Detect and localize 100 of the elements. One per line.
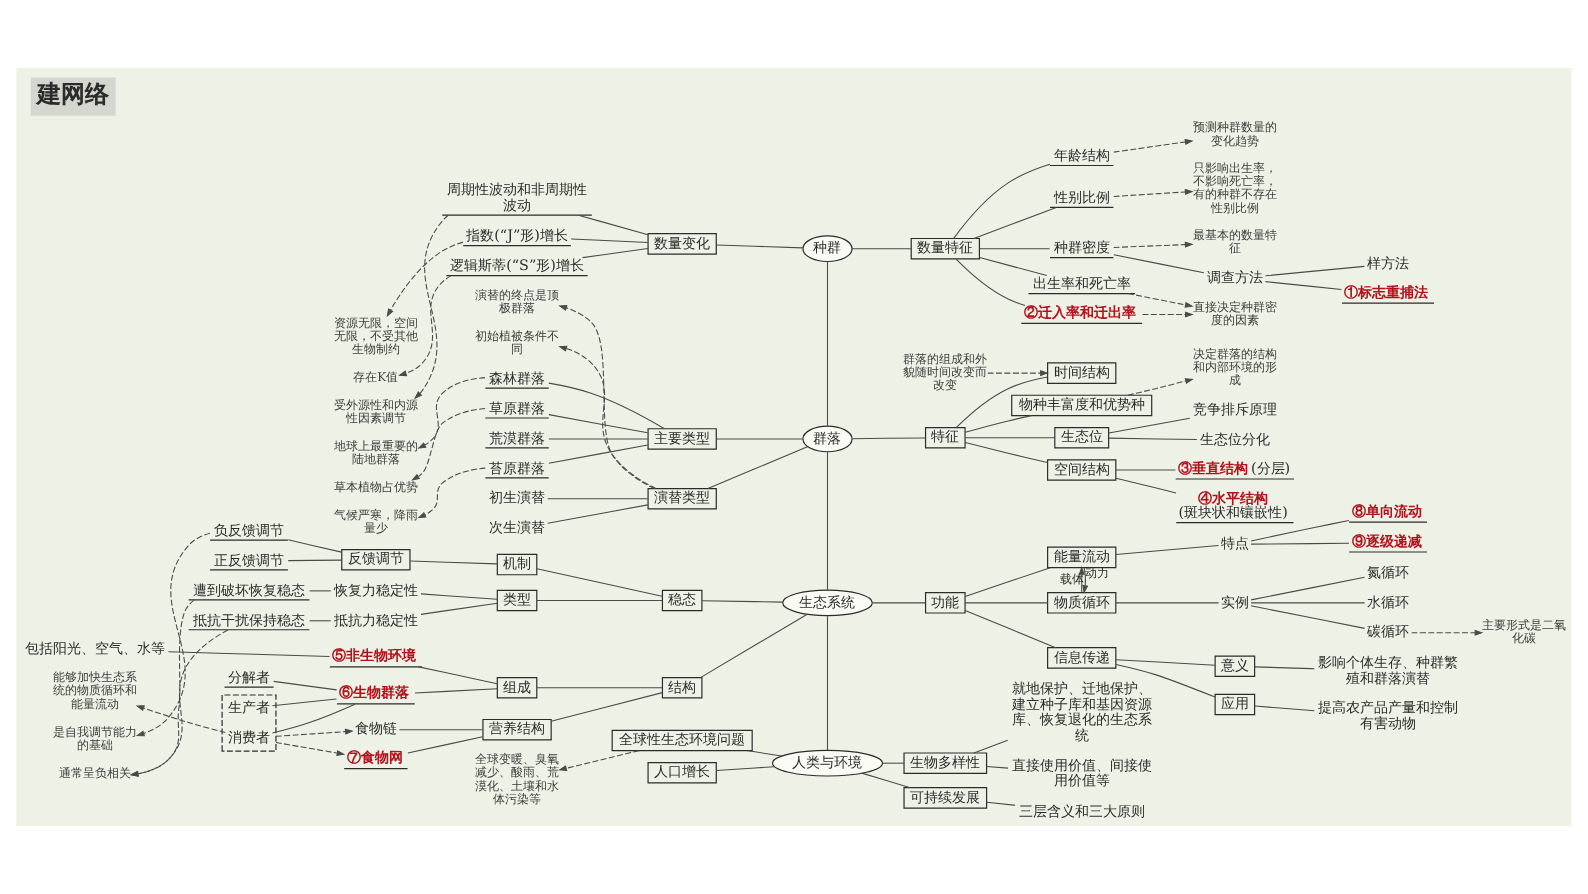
connector: [851, 248, 912, 250]
connector: [716, 438, 804, 440]
connector: [271, 698, 338, 707]
connector: [548, 438, 649, 440]
arrow: [1141, 311, 1194, 318]
connector: [287, 539, 343, 553]
arrow: [1082, 567, 1089, 594]
arrow: [1113, 241, 1194, 248]
connector: [550, 692, 663, 722]
connector: [418, 666, 498, 685]
arrow: [1113, 138, 1194, 153]
connector: [964, 567, 1051, 598]
connector: [547, 498, 649, 500]
connector: [716, 244, 804, 249]
connector: [547, 504, 649, 524]
arrow: [398, 275, 452, 377]
connector: [747, 750, 783, 757]
connector: [420, 593, 498, 600]
connector: [964, 442, 1048, 464]
connector: [1250, 520, 1350, 542]
connector: [1250, 602, 1366, 604]
connector: [1115, 545, 1220, 556]
arrow: [558, 305, 655, 490]
arrow: [135, 705, 226, 734]
connector: [167, 651, 331, 658]
arrow: [275, 728, 354, 737]
connector: [955, 258, 1026, 306]
connector: [1264, 281, 1342, 290]
connector: [964, 415, 1032, 433]
connector: [986, 765, 1009, 769]
connector: [1254, 666, 1315, 670]
arrow: [417, 377, 486, 449]
connector: [1264, 265, 1365, 277]
connector: [973, 739, 1009, 754]
connector: [309, 620, 332, 622]
connector: [548, 414, 649, 434]
connector: [582, 247, 649, 259]
arrow: [411, 407, 486, 481]
arrow: [987, 370, 1049, 377]
connector: [979, 257, 1048, 277]
connector: [1115, 477, 1177, 494]
connector: [826, 260, 829, 427]
connector: [1250, 576, 1366, 601]
connector: [577, 214, 649, 236]
arrow: [417, 467, 486, 519]
connector: [273, 680, 338, 691]
arrow: [1411, 629, 1484, 636]
connector: [1250, 542, 1350, 545]
connector: [420, 602, 498, 615]
connector: [407, 736, 484, 754]
connector: [1113, 254, 1205, 274]
connector: [1250, 605, 1366, 629]
connector: [1108, 437, 1198, 441]
connector: [700, 613, 808, 678]
connector: [986, 801, 1016, 806]
connector: [287, 559, 343, 562]
connector: [570, 238, 649, 243]
connector: [851, 437, 926, 440]
connector: [536, 687, 663, 689]
connector: [1108, 417, 1191, 434]
connector: [536, 599, 663, 601]
connector: [872, 602, 926, 604]
connector: [409, 560, 498, 565]
connector: [1254, 705, 1315, 712]
connector: [548, 382, 666, 430]
arrow: [275, 741, 346, 757]
connector: [964, 437, 1056, 439]
connector: [707, 446, 809, 489]
connector: [536, 568, 663, 597]
arrow: [129, 599, 195, 777]
connector: [955, 376, 1048, 428]
connector: [979, 248, 1051, 250]
connector: [1115, 469, 1176, 471]
connector: [1115, 664, 1216, 698]
arrow: [1127, 293, 1194, 308]
connector: [716, 766, 775, 772]
connector: [398, 729, 484, 731]
arrow: [1113, 188, 1194, 197]
connector: [964, 602, 1049, 604]
connector: [701, 600, 784, 603]
arrow: [558, 750, 640, 772]
connector: [1115, 659, 1216, 666]
arrow: [413, 214, 449, 400]
connector: [548, 444, 649, 464]
connector: [973, 207, 1057, 239]
connector: [414, 688, 498, 694]
connector: [861, 772, 911, 789]
cluster: [221, 694, 277, 752]
connector: [309, 590, 332, 592]
connector: [882, 762, 905, 764]
connector: [953, 163, 1051, 239]
arrow: [1127, 378, 1194, 396]
arrow: [135, 532, 211, 737]
connector: [964, 609, 1057, 649]
arrow: [129, 629, 229, 777]
connector: [826, 615, 829, 751]
arrow: [386, 241, 464, 318]
connector: [1115, 602, 1220, 604]
connector: [826, 451, 829, 591]
diagram-title: 建网络: [37, 79, 110, 108]
